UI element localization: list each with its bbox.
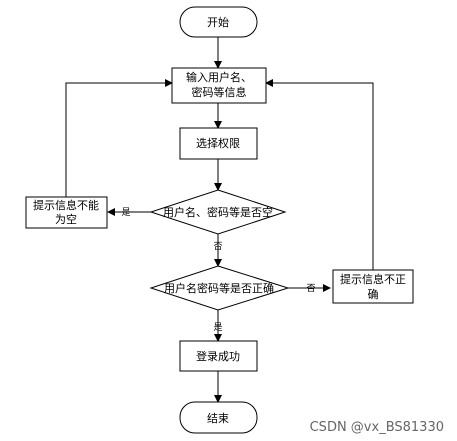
edge-label-empty-no: 否 [213, 241, 222, 252]
node-check-correct: 用户名密码等是否正确 [149, 265, 290, 311]
node-check-correct-label: 用户名密码等是否正确 [164, 281, 274, 295]
node-check-empty-label: 用户名、密码等是否空 [163, 205, 273, 219]
node-check-empty: 用户名、密码等是否空 [149, 189, 287, 235]
node-warn-wrong-label-line-2: 确 [368, 288, 379, 301]
node-input: 输入用户名、 密码等信息 [171, 67, 267, 104]
node-select-permission-label: 选择权限 [196, 136, 240, 150]
node-success-label: 登录成功 [196, 349, 240, 363]
edge-label-empty-yes: 是 [121, 207, 130, 218]
node-warn-empty-label-line-1: 提示信息不能 [33, 198, 99, 212]
node-select-permission: 选择权限 [179, 127, 258, 160]
edge-warn-wrong-to-input [265, 79, 374, 270]
edges [65, 37, 374, 403]
node-start-label: 开始 [207, 15, 229, 29]
node-end: 结束 [179, 401, 258, 434]
node-end-label: 结束 [207, 412, 229, 425]
node-input-label-line-1: 输入用户名、 [186, 70, 252, 84]
node-warn-wrong: 提示信息不正 确 [332, 269, 414, 304]
edge-label-correct-yes: 是 [213, 322, 222, 333]
edge-warn-empty-to-input [65, 79, 173, 197]
node-start: 开始 [179, 6, 258, 38]
node-success: 登录成功 [179, 340, 258, 372]
node-warn-empty-label-line-2: 为空 [55, 212, 77, 226]
edge-label-correct-no: 否 [306, 283, 315, 294]
node-warn-empty: 提示信息不能 为空 [25, 196, 108, 229]
node-input-label-line-2: 密码等信息 [192, 85, 247, 99]
edge-labels: 是 否 否 是 [121, 207, 315, 333]
node-warn-wrong-label-line-1: 提示信息不正 [340, 272, 406, 286]
watermark-text: CSDN @vx_BS81330 [310, 420, 444, 435]
